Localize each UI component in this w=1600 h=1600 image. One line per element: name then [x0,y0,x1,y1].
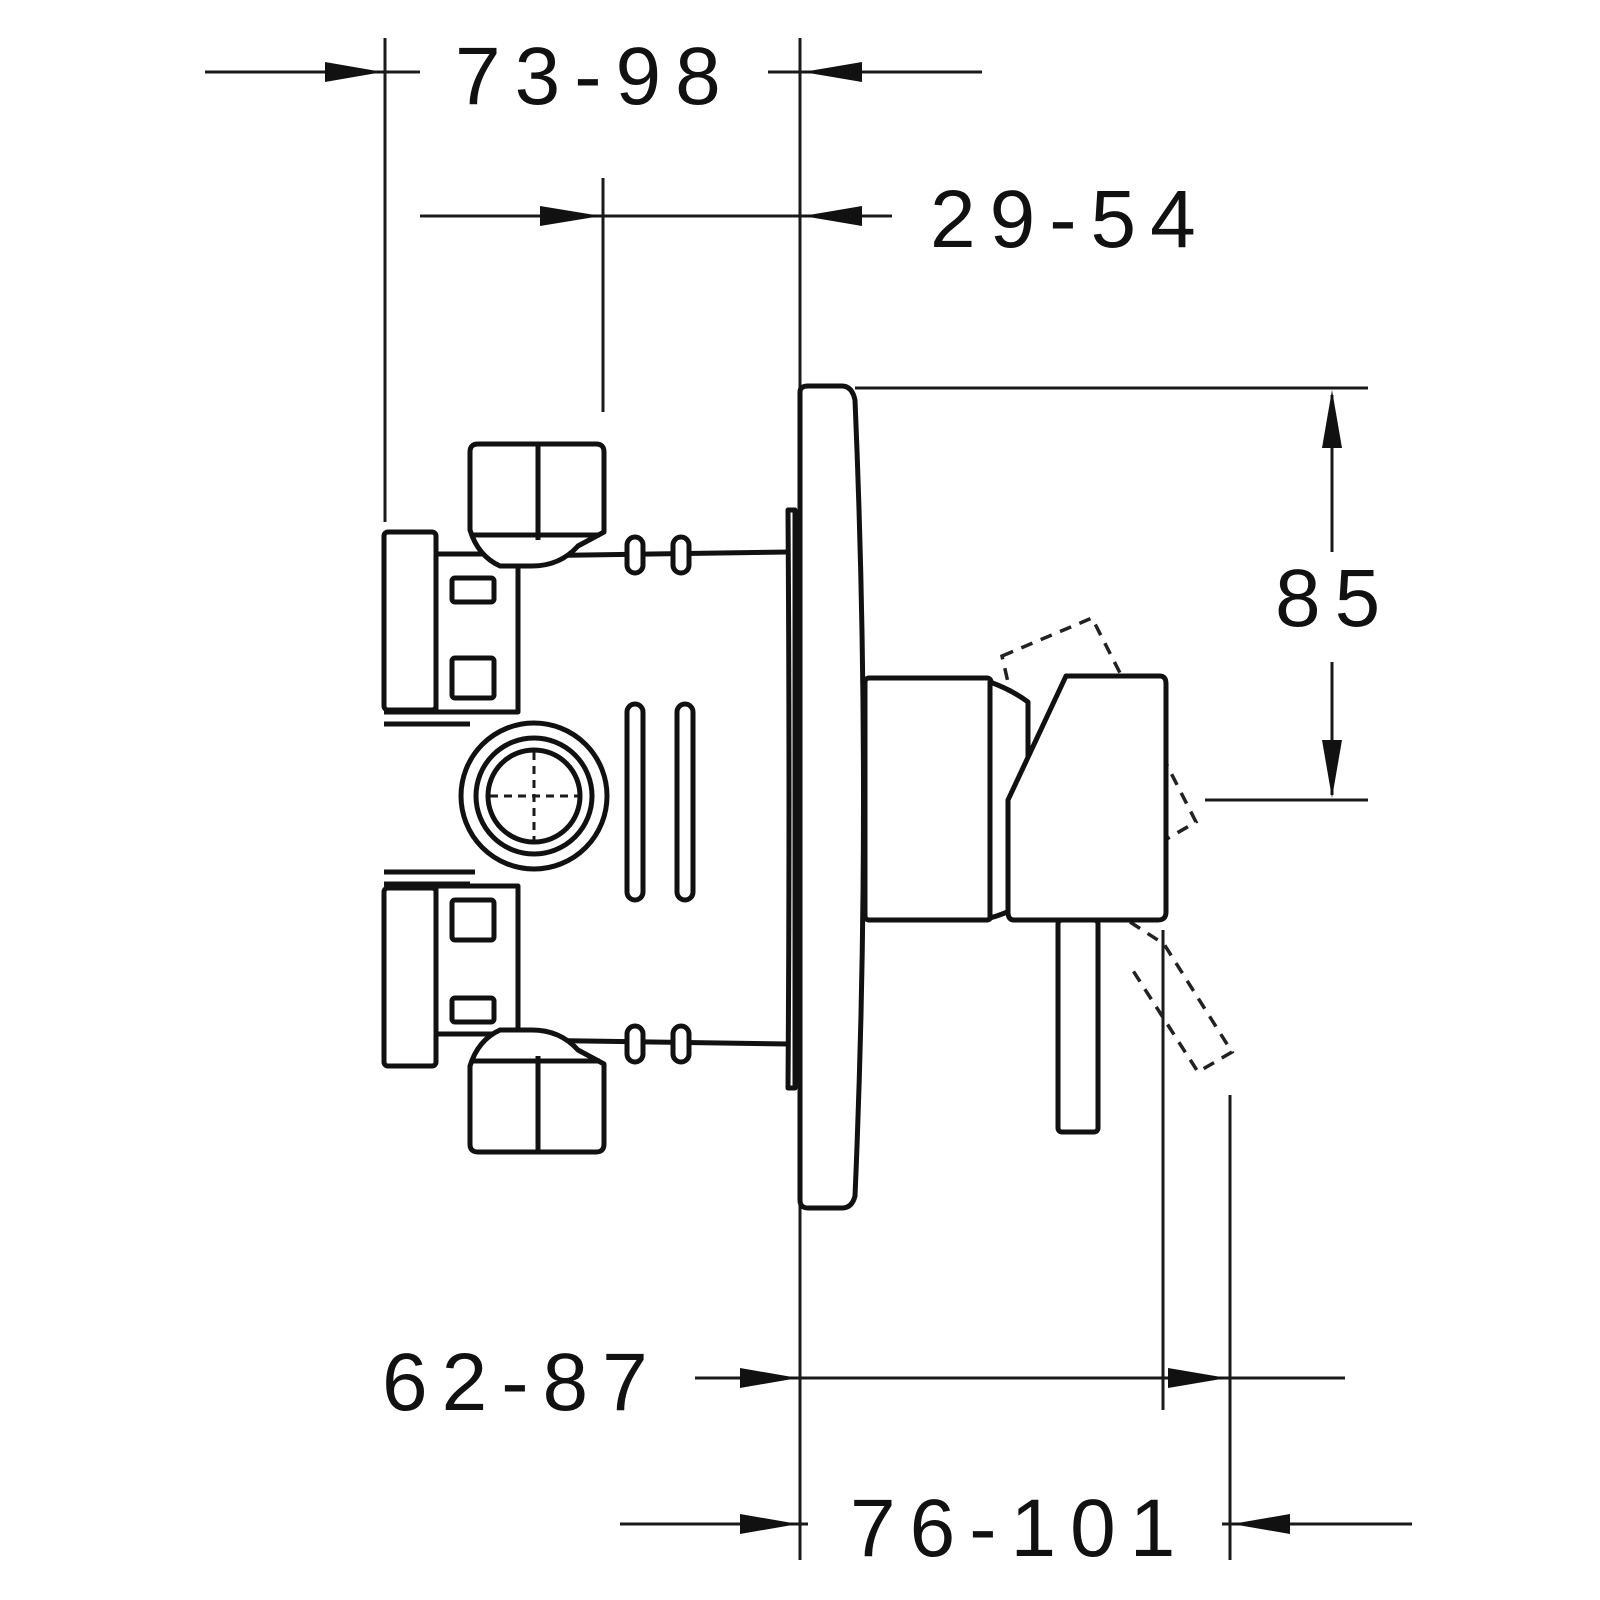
lever-body [1005,673,1169,923]
arrow-marker [1322,740,1342,798]
dimension-top-width: 73-98 [205,31,982,122]
o-ring [670,1023,692,1065]
dimension-label-height: 85 [1275,553,1394,644]
bolt-square [449,575,497,605]
dimension-label-top-width: 73-98 [455,31,735,122]
arrow-marker [803,62,862,82]
arrow-marker [1168,1368,1227,1388]
arrow-marker [803,206,862,226]
cover-plate [797,383,866,1211]
lever-handle [862,615,1235,1135]
o-ring [624,1023,646,1065]
dimension-height: 85 [1275,390,1394,798]
valve-body [381,441,798,1155]
bolt-square [449,897,497,943]
lever-stem [1055,917,1101,1135]
dimension-lever-offset: 62-87 [382,1337,1345,1428]
arrow-marker [740,1514,798,1534]
bolt-square [449,995,497,1025]
lever-hub [862,675,994,923]
mounting-plate-top [381,529,439,713]
arrow-marker [1322,390,1342,448]
arrow-marker [1232,1514,1290,1534]
o-ring [670,534,692,576]
cartridge-slot [674,701,696,903]
cartridge-slot [624,701,646,903]
dimension-label-inner-offset: 29-54 [930,174,1210,265]
dimension-label-total-depth: 76-101 [850,1483,1189,1574]
arrow-marker [540,206,601,226]
bolt-square [449,655,497,701]
o-ring [624,534,646,576]
arrow-marker [740,1368,798,1388]
dimension-inner-offset: 29-54 [420,174,1210,265]
dimension-total-depth: 76-101 [620,1483,1412,1574]
arrow-marker [325,62,383,82]
dimension-label-lever-offset: 62-87 [382,1337,662,1428]
mounting-plate-bottom [381,885,439,1069]
